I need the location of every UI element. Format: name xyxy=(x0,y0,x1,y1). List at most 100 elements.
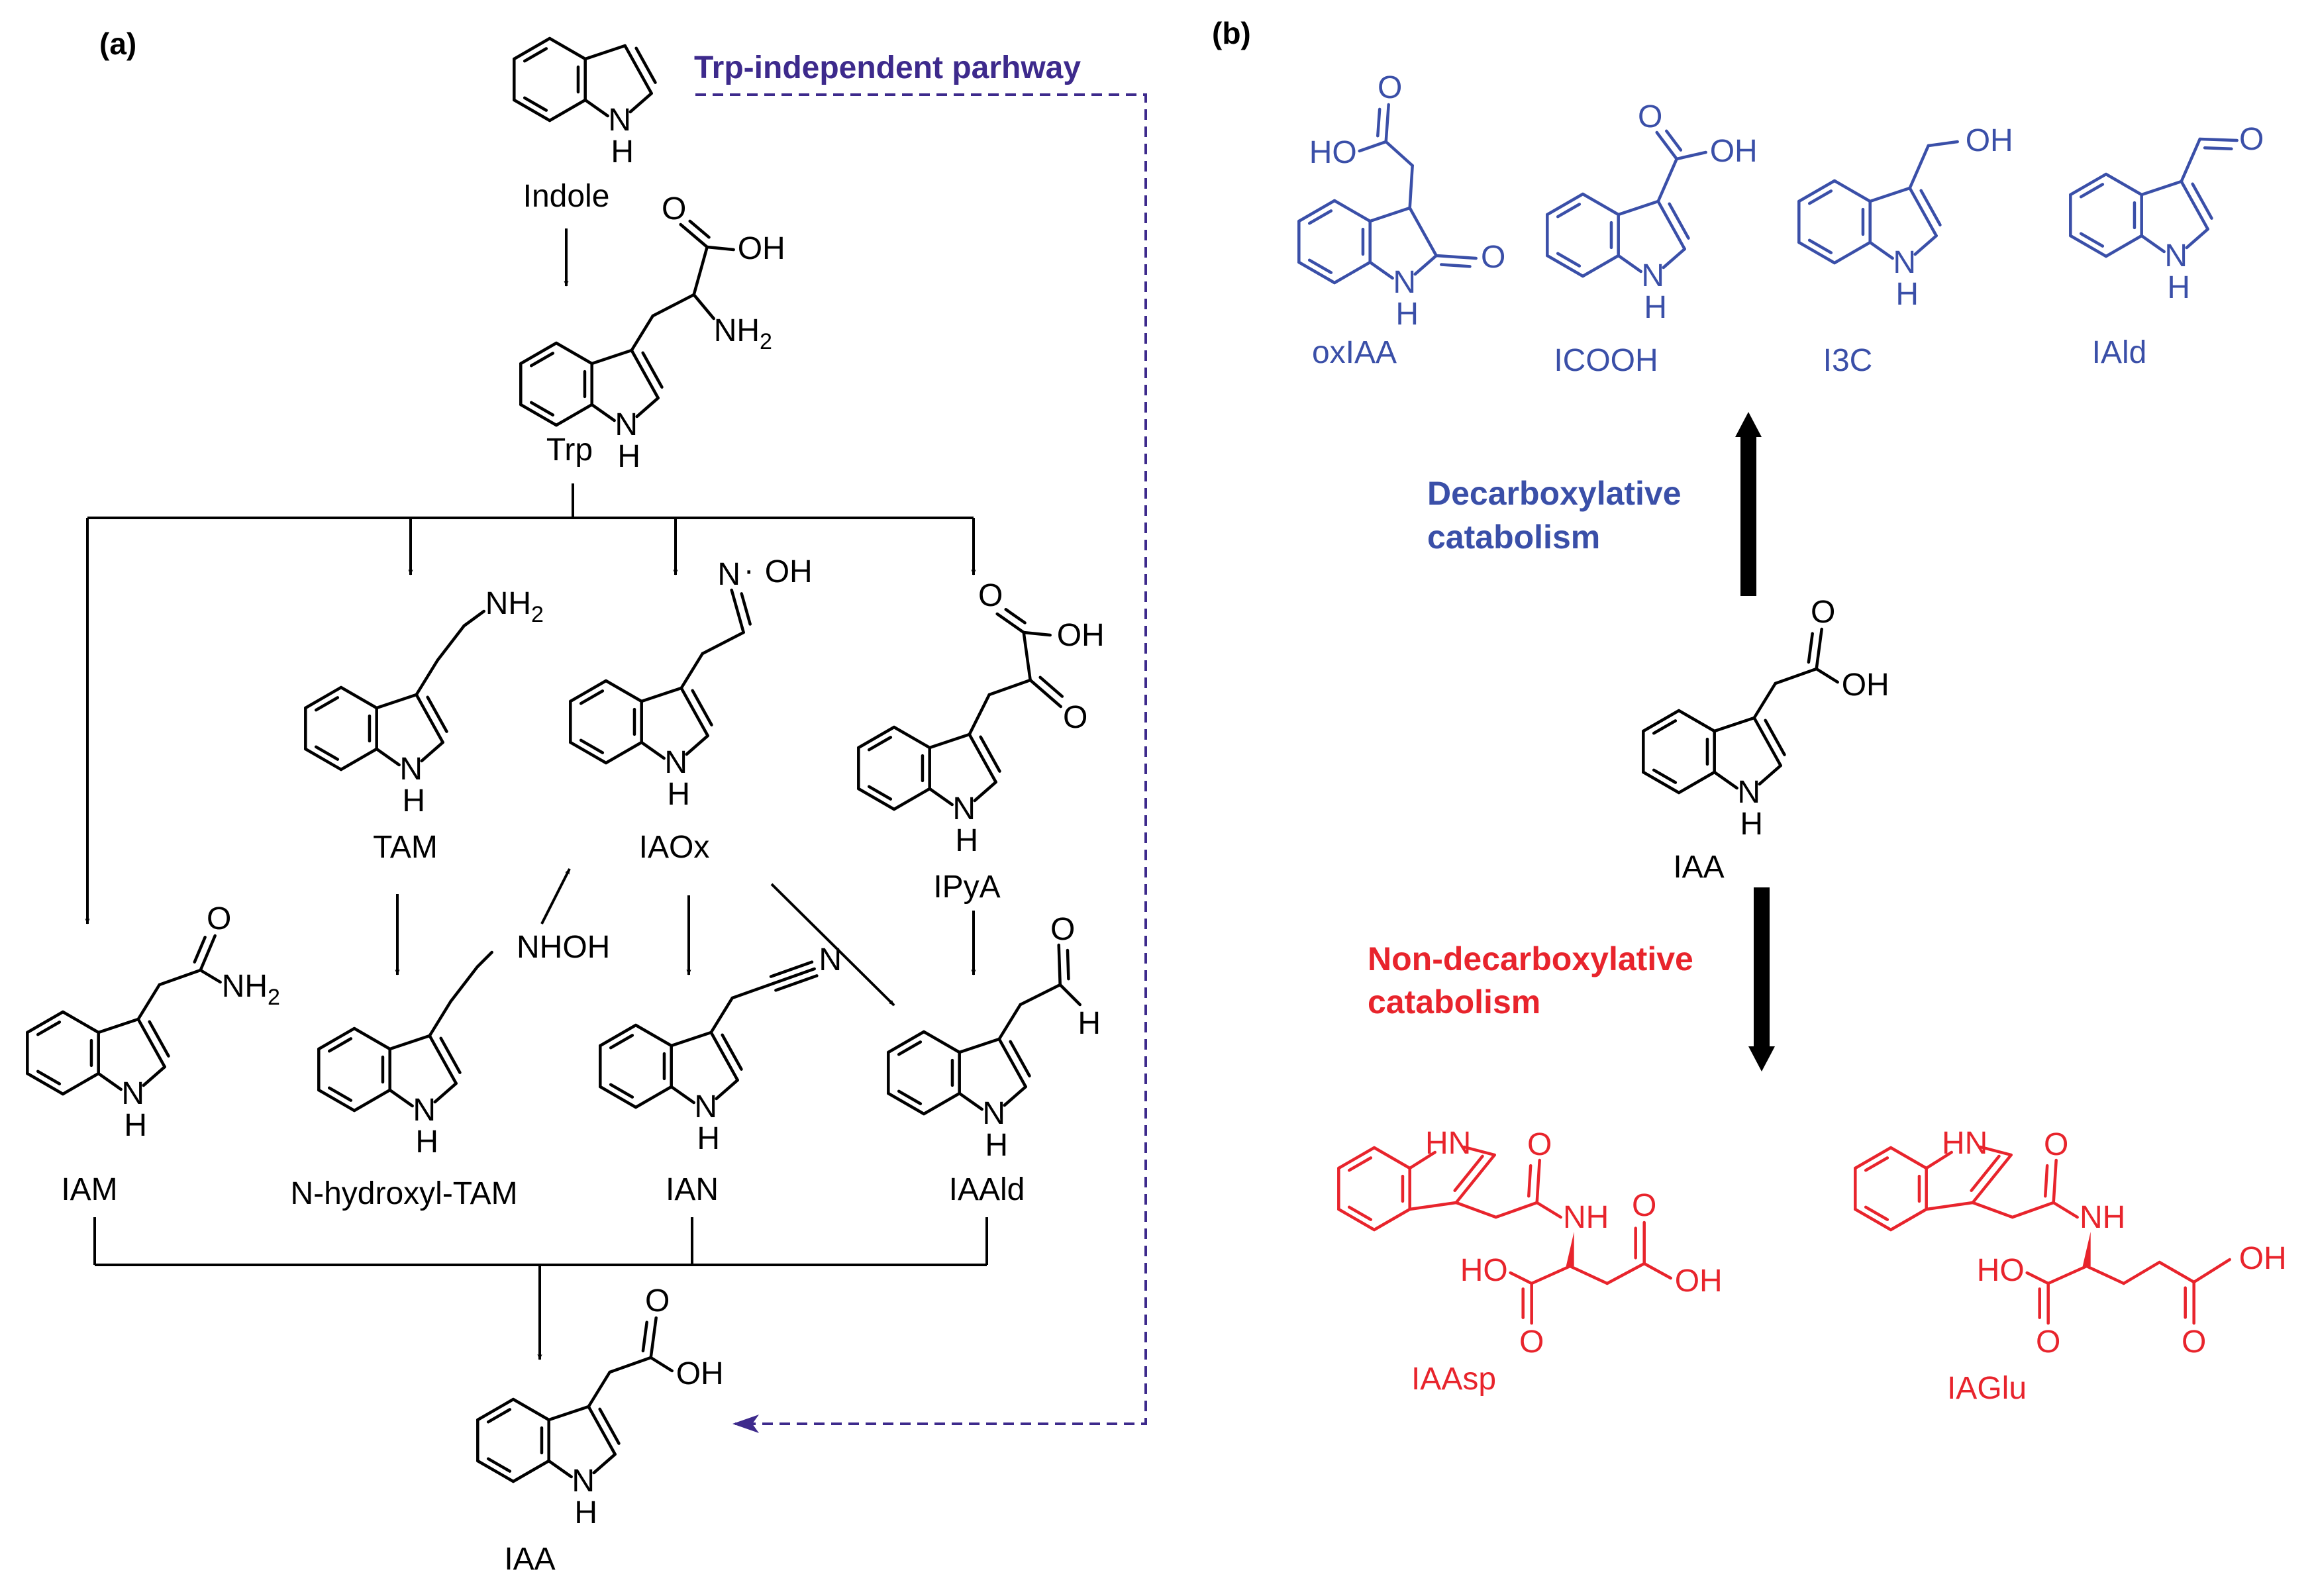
ring-bond xyxy=(26,1072,65,1096)
ring-bond xyxy=(61,1072,100,1096)
hydrogen-atom: H xyxy=(2167,270,2190,305)
amine-group: NH2 xyxy=(222,969,280,1010)
bond xyxy=(158,968,202,987)
pyrrole-bond xyxy=(590,403,616,423)
bond xyxy=(1535,1201,1562,1219)
bond xyxy=(2198,137,2239,142)
ring-inner xyxy=(609,1083,634,1099)
oxygen-atom: O xyxy=(2239,122,2264,157)
bond xyxy=(679,652,704,690)
hydroxyl-group: OH xyxy=(2239,1241,2287,1276)
ring-bond xyxy=(857,725,896,750)
ring-bond xyxy=(599,1023,638,1048)
ring-bond xyxy=(892,787,931,811)
ring-bond xyxy=(2104,172,2143,197)
ring-bond xyxy=(554,341,593,366)
ring-inner xyxy=(314,745,340,761)
ring-bond xyxy=(317,1026,356,1051)
pyrrole-bond xyxy=(685,734,709,756)
compound-label-iaox: IAOx xyxy=(639,830,710,865)
ring-bond xyxy=(2069,234,2108,258)
pyrrole-double xyxy=(1908,186,1938,238)
ring-inner xyxy=(1556,203,1582,219)
hydroxyl-group: OH xyxy=(765,554,813,589)
bond xyxy=(2085,1264,2125,1285)
ring-inner xyxy=(529,352,555,368)
compound-label-indole: Indole xyxy=(523,179,610,214)
ring-inner xyxy=(1807,189,1833,205)
ring-bond xyxy=(1797,240,1836,265)
hydroxyl-group: OH xyxy=(738,231,785,266)
ring-inner xyxy=(1307,209,1333,225)
pyrrole-bond xyxy=(1003,1085,1027,1107)
ring-bond xyxy=(887,1030,926,1054)
ring-bond xyxy=(569,740,608,765)
ring-inner xyxy=(2079,232,2105,248)
iaald-structure: NHOH xyxy=(887,912,1101,1163)
ring-bond xyxy=(554,403,593,427)
nitrogen-atom: N xyxy=(572,1464,595,1499)
pyrrole-bond xyxy=(592,1452,617,1475)
bond xyxy=(1655,130,1678,161)
pyrrole-bond xyxy=(375,693,418,710)
pyrrole-double xyxy=(1752,716,1782,768)
pyrrole-bond xyxy=(670,1030,713,1048)
i3c-structure: NHOH xyxy=(1797,123,2013,312)
ring-inner xyxy=(579,738,605,754)
bond xyxy=(436,624,466,662)
oxygen-atom: O xyxy=(978,578,1003,613)
ring-bond xyxy=(1677,770,1716,795)
pyrrole-bond xyxy=(1868,240,1894,260)
iaox-structure: NHN·OH xyxy=(569,553,813,812)
ring-inner xyxy=(897,1040,923,1056)
pyrrole-double xyxy=(136,1017,166,1069)
hydrogen-atom: H xyxy=(617,439,640,474)
pyrrole-bond xyxy=(388,1034,431,1051)
pyrrole-double-inner xyxy=(1453,1154,1484,1193)
nitrogen-atom: N xyxy=(121,1076,144,1111)
bond xyxy=(692,245,709,297)
ring-bond xyxy=(352,1026,391,1051)
ring-inner xyxy=(523,47,548,63)
oxygen-atom: O xyxy=(1050,912,1075,947)
pyrrole-bond xyxy=(1758,764,1782,786)
ring-bond xyxy=(1889,1146,1928,1170)
pyrrole-double xyxy=(415,693,444,744)
indole-structure: NH xyxy=(513,36,657,170)
hydroxyl-group: OH xyxy=(1710,134,1758,169)
pyrrole-bond xyxy=(635,396,660,419)
pyrrole-double xyxy=(587,1405,617,1456)
bond xyxy=(2180,137,2201,183)
bond xyxy=(2052,1201,2079,1219)
bond xyxy=(649,1356,674,1373)
ring-bond xyxy=(1889,1207,1928,1232)
ring-bond xyxy=(634,1085,673,1109)
pyrrole-bond xyxy=(715,1078,739,1101)
nitrogen-atom: N xyxy=(664,745,687,780)
pyrrole-bond xyxy=(1925,1150,1953,1170)
nitrogen-atom: N xyxy=(952,791,976,826)
pyrrole-bond xyxy=(928,732,971,750)
trp-independent-label: Trp-independent parhway xyxy=(694,50,1081,85)
bond xyxy=(1530,1264,1572,1285)
pyrrole-bond xyxy=(2140,179,2183,197)
pyrrole-bond xyxy=(928,787,954,807)
compound-label-oxiaa: oxIAA xyxy=(1312,335,1397,370)
bond xyxy=(968,693,991,736)
bond-inner xyxy=(1807,632,1814,664)
ring-bond xyxy=(511,1459,550,1483)
hydrogen-atom: H xyxy=(1644,290,1667,325)
compound-label-i3c: I3C xyxy=(1823,343,1873,378)
nitrogen-atom: N xyxy=(1737,775,1760,810)
ring-inner xyxy=(36,1070,62,1085)
pyrrole-double xyxy=(1656,199,1686,251)
amide-nh: NH xyxy=(2080,1200,2125,1235)
oxygen-atom: O xyxy=(1632,1188,1656,1223)
compound-label-ipya: IPyA xyxy=(933,870,1000,905)
compound-label-icooh: ICOOH xyxy=(1554,343,1658,378)
